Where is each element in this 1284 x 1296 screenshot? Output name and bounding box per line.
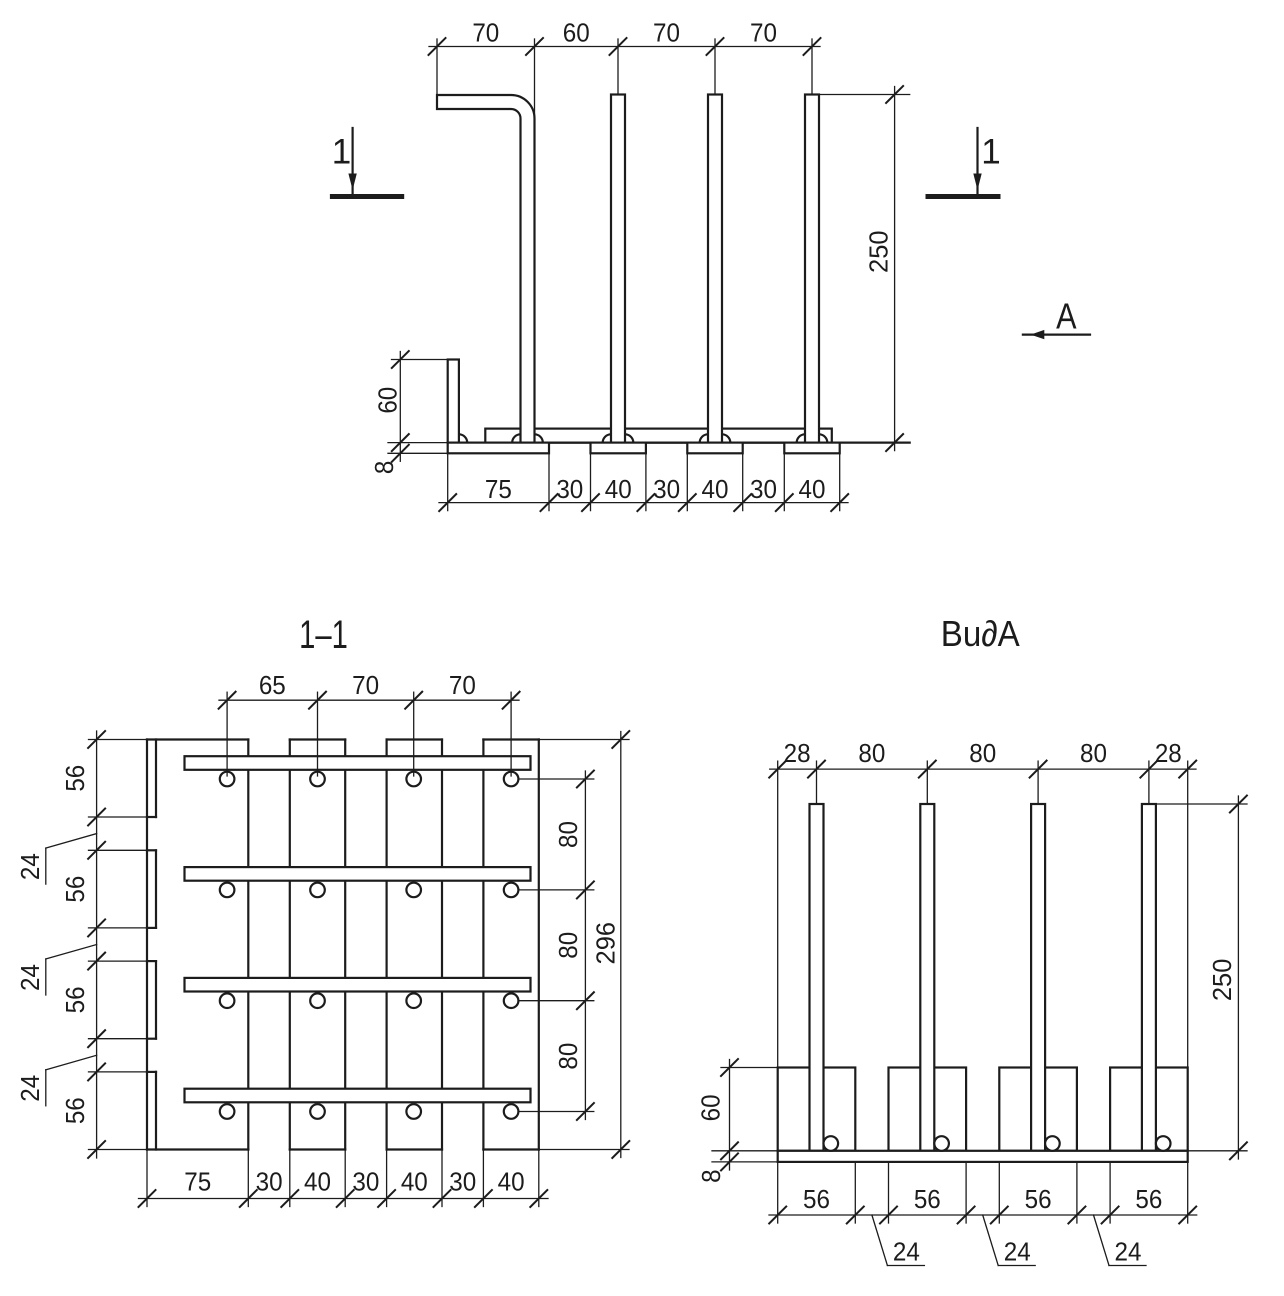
svg-text:60: 60: [374, 387, 403, 414]
svg-text:56: 56: [61, 1097, 90, 1124]
svg-text:70: 70: [750, 19, 777, 48]
svg-text:30: 30: [449, 1168, 476, 1197]
svg-text:80: 80: [858, 739, 885, 768]
svg-text:30: 30: [750, 475, 777, 504]
svg-text:1: 1: [981, 133, 1000, 172]
svg-text:80: 80: [554, 932, 583, 959]
svg-text:24: 24: [16, 964, 45, 991]
svg-text:75: 75: [485, 475, 512, 504]
svg-text:65: 65: [259, 671, 286, 700]
svg-text:1–1: 1–1: [299, 613, 348, 658]
svg-text:56: 56: [61, 876, 90, 903]
svg-text:30: 30: [556, 475, 583, 504]
svg-text:250: 250: [866, 230, 894, 273]
svg-text:56: 56: [803, 1185, 830, 1214]
svg-text:A: A: [1056, 297, 1077, 337]
svg-text:80: 80: [554, 1043, 583, 1070]
svg-text:70: 70: [653, 19, 680, 48]
svg-text:8: 8: [697, 1169, 726, 1182]
svg-text:40: 40: [304, 1168, 331, 1197]
svg-text:40: 40: [401, 1168, 428, 1197]
svg-text:80: 80: [554, 821, 583, 848]
svg-text:40: 40: [702, 475, 729, 504]
svg-text:296: 296: [593, 922, 621, 965]
svg-text:56: 56: [61, 765, 90, 792]
svg-text:70: 70: [472, 19, 499, 48]
svg-text:1: 1: [332, 133, 351, 172]
svg-text:30: 30: [653, 475, 680, 504]
svg-text:56: 56: [914, 1185, 941, 1214]
svg-text:70: 70: [352, 671, 379, 700]
svg-text:60: 60: [697, 1094, 726, 1121]
svg-text:40: 40: [498, 1168, 525, 1197]
svg-text:28: 28: [1155, 739, 1182, 768]
svg-text:70: 70: [449, 671, 476, 700]
svg-text:28: 28: [784, 739, 811, 768]
svg-text:80: 80: [1080, 739, 1107, 768]
svg-text:24: 24: [16, 853, 45, 880]
svg-text:56: 56: [61, 986, 90, 1013]
svg-text:24: 24: [1004, 1238, 1031, 1267]
svg-text:40: 40: [799, 475, 826, 504]
svg-text:30: 30: [352, 1168, 379, 1197]
svg-text:Вu∂А: Вu∂А: [941, 615, 1020, 655]
svg-text:56: 56: [1025, 1185, 1052, 1214]
svg-text:30: 30: [256, 1168, 283, 1197]
svg-text:250: 250: [1209, 959, 1237, 1002]
svg-text:75: 75: [184, 1168, 211, 1197]
svg-text:40: 40: [605, 475, 632, 504]
svg-text:8: 8: [370, 461, 399, 474]
svg-text:24: 24: [893, 1238, 920, 1267]
svg-text:24: 24: [1115, 1238, 1142, 1267]
svg-text:80: 80: [969, 739, 996, 768]
svg-text:24: 24: [16, 1075, 45, 1102]
svg-text:60: 60: [563, 19, 590, 48]
svg-text:56: 56: [1135, 1185, 1162, 1214]
